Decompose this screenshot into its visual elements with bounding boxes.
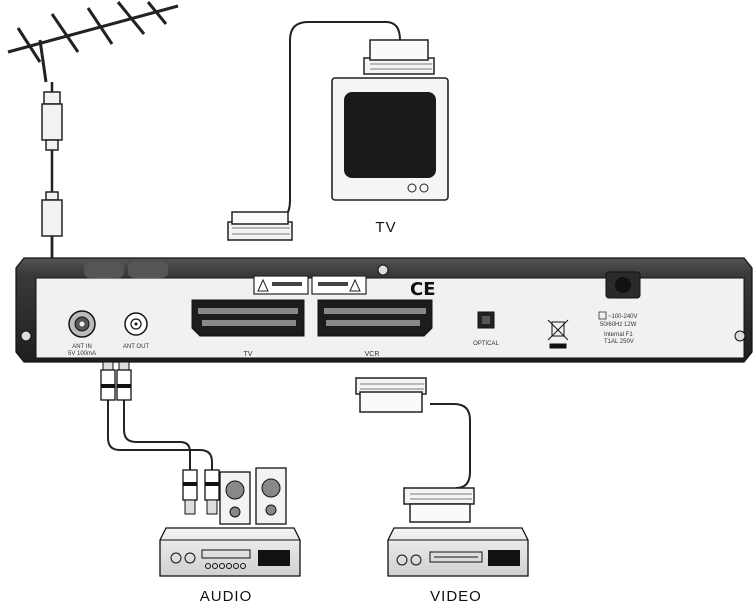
ce-mark: CE <box>410 279 436 300</box>
ant-in-label-2: 5V 100mA <box>68 351 96 357</box>
video-label: VIDEO <box>430 588 482 604</box>
tv-label: TV <box>375 219 396 236</box>
power-label-1: ~100-240V <box>608 314 638 320</box>
audio-label: AUDIO <box>200 588 253 604</box>
audio-amplifier-icon <box>159 527 301 577</box>
tv-scart-cable <box>227 21 435 241</box>
ant-in-label-1: ANT IN <box>72 344 92 350</box>
power-label-3: Internal F1 <box>604 332 633 338</box>
scart-vcr-label: VCR <box>365 351 380 358</box>
ant-in-connector <box>68 310 96 338</box>
scart-tv-port <box>191 299 305 337</box>
power-label-4: T1AL 250V <box>604 339 634 345</box>
ant-out-label: ANT OUT <box>123 344 150 350</box>
scart-vcr-port <box>317 299 433 337</box>
vcr-device-icon <box>387 527 529 577</box>
antenna-icon <box>7 1 179 83</box>
warning-labels <box>253 275 367 295</box>
tv-icon <box>331 77 449 201</box>
scart-tv-label: TV <box>244 351 253 358</box>
audio-rca-cable <box>100 361 220 515</box>
optical-port <box>477 311 495 329</box>
vcr-scart-cable <box>355 377 475 523</box>
speaker-icon-left <box>219 471 251 525</box>
recycle-bin-icon <box>547 319 569 349</box>
optical-label: OPTICAL <box>473 341 499 347</box>
ant-out-connector <box>124 312 148 336</box>
power-socket <box>605 271 641 299</box>
power-label-2: 50/60Hz 12W <box>600 322 637 328</box>
speaker-icon-right <box>255 467 287 525</box>
antenna-coax-cable <box>41 82 81 314</box>
